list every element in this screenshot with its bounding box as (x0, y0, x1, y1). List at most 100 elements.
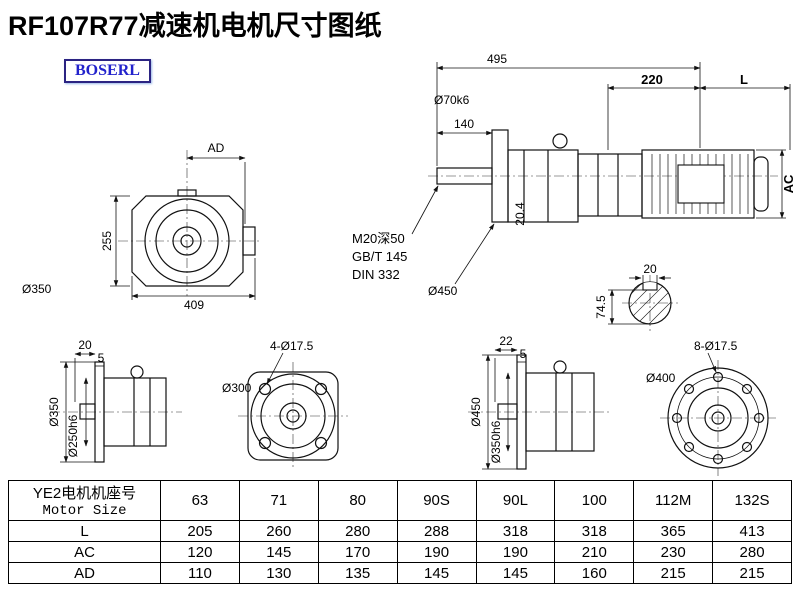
dim-flange-350-label: Ø350 (22, 282, 52, 296)
shaft-bore (279, 402, 307, 430)
holes-label: 8-Ø17.5 (694, 339, 738, 353)
size-header: 100 (554, 480, 635, 521)
shaft-bore (711, 411, 725, 425)
eyebolt (553, 360, 567, 374)
shaft-stub (79, 403, 96, 420)
dim-495-label: 495 (487, 52, 507, 66)
motor-nameplate (677, 164, 725, 204)
dim-flange-450-label: Ø450 (428, 284, 458, 298)
bolt-hole (258, 436, 272, 450)
motor-dimension-table: YE2电机机座号 Motor Size 63 71 80 90S 90L 100… (8, 480, 792, 584)
table-cell: 215 (633, 562, 714, 584)
size-header: 90S (396, 480, 477, 521)
gearmotor-side-view: 495 220 L 140 Ø70k6 20.4 AC M20深50 GB/T … (352, 52, 796, 331)
output-flange-front-view-large: 8-Ø17.5 Ø400 (646, 339, 776, 476)
gearbox-front-view: AD 255 409 Ø350 (22, 141, 262, 312)
bolt-hole (671, 412, 683, 424)
table-cell: 288 (396, 520, 477, 542)
size-header: 112M (633, 480, 714, 521)
leader-line (454, 223, 495, 285)
row-label: AC (8, 541, 161, 563)
row-label: AD (8, 562, 161, 584)
dim-spigot-label: Ø350h6 (489, 420, 503, 463)
size-header: 132S (712, 480, 792, 521)
shaft-bore (180, 234, 194, 248)
eyebolt (552, 133, 568, 149)
table-cell: 413 (712, 520, 792, 542)
table-cell: 215 (712, 562, 792, 584)
dim-motor-length-label: L (740, 72, 748, 87)
thread-note-line2: GB/T 145 (352, 249, 407, 264)
thread-note-line1: M20深50 (352, 231, 405, 246)
dim-flange-od-label: Ø450 (469, 397, 483, 427)
table-cell: 130 (238, 562, 319, 584)
bolt-hole (741, 383, 753, 395)
motor-size-header-cell: YE2电机机座号 Motor Size (8, 480, 161, 521)
flange-square (247, 371, 339, 461)
dim-140-label: 140 (454, 117, 474, 131)
bolt-hole (712, 371, 724, 383)
leader-line (411, 185, 439, 235)
table-cell: 230 (633, 541, 714, 563)
dim-220-label: 220 (641, 72, 663, 87)
top-boss (177, 189, 197, 197)
boserl-logo: BOSERL (64, 59, 151, 83)
shaft-stub (497, 403, 518, 420)
table-cell: 135 (317, 562, 398, 584)
side-block (242, 226, 256, 256)
table-header-row: YE2电机机座号 Motor Size 63 71 80 90S 90L 100… (8, 480, 792, 521)
dim-spigot-label: Ø250h6 (66, 414, 80, 457)
bolt-hole (741, 441, 753, 453)
fan-cover (753, 156, 769, 212)
dim-255-label: 255 (100, 231, 114, 251)
table-row-AD: AD 110 130 135 145 145 160 215 215 (8, 562, 792, 584)
table-cell: 260 (238, 520, 319, 542)
table-row-L: L 205 260 280 288 318 318 365 413 (8, 520, 792, 542)
bolt-hole (683, 383, 695, 395)
holes-label: 4-Ø17.5 (270, 339, 314, 353)
table-cell: 145 (475, 562, 556, 584)
output-flange-front-view-small: 4-Ø17.5 Ø300 (222, 339, 348, 470)
table-cell: 170 (317, 541, 398, 563)
table-cell: 145 (396, 562, 477, 584)
table-cell: 190 (396, 541, 477, 563)
leader-line (707, 352, 717, 373)
adapter (577, 153, 643, 217)
header-cn: YE2电机机座号 (32, 485, 137, 502)
table-cell: 110 (160, 562, 240, 584)
shaft-cross-section: 20 74.5 (594, 262, 678, 331)
dim-22-label: 22 (499, 334, 513, 348)
dim-5-label: 5 (520, 347, 527, 361)
size-header: 90L (475, 480, 556, 521)
shaft-bore (704, 404, 732, 432)
table-cell: 160 (554, 562, 635, 584)
flange-circle (687, 387, 749, 449)
page-title: RF107R77减速机电机尺寸图纸 (8, 11, 382, 41)
dim-20-label: 20 (78, 338, 92, 352)
table-cell: 318 (475, 520, 556, 542)
table-cell: 205 (160, 520, 240, 542)
dim-shaft-dia-label: Ø70k6 (434, 93, 470, 107)
table-cell: 145 (238, 541, 319, 563)
bolt-hole (683, 441, 695, 453)
table-cell: 190 (475, 541, 556, 563)
bolt-hole (258, 382, 272, 396)
dim-ad-label: AD (208, 141, 225, 155)
row-label: L (8, 520, 161, 542)
size-header: 71 (238, 480, 319, 521)
dim-key-depth-label: 74.5 (594, 295, 608, 319)
dim-409-label: 409 (184, 298, 204, 312)
housing-outline (131, 195, 244, 287)
table-cell: 120 (160, 541, 240, 563)
header-en: Motor Size (42, 503, 127, 519)
housing-circle (144, 198, 230, 284)
bolt-hole (753, 412, 765, 424)
eyebolt (130, 365, 144, 379)
flange-reducer-side-view-large: 22 5 Ø450 Ø350h6 (468, 334, 612, 470)
table-row-AC: AC 120 145 170 190 190 210 230 280 (8, 541, 792, 563)
table-cell: 210 (554, 541, 635, 563)
table-cell: 365 (633, 520, 714, 542)
thread-note-line3: DIN 332 (352, 267, 400, 282)
shaft-bore (286, 409, 300, 423)
